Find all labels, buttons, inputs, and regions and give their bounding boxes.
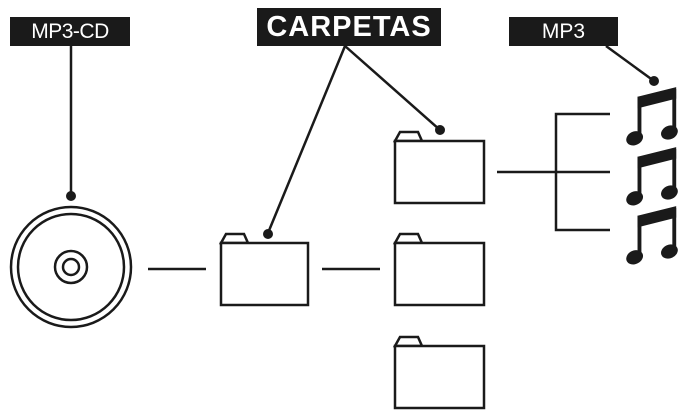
mp3-label: MP3 xyxy=(509,17,618,46)
carpetas-leader-line-left xyxy=(266,45,347,234)
folder-root-leader-dot xyxy=(263,229,273,239)
carpetas-leader-line-right xyxy=(344,45,441,131)
folder-root-icon xyxy=(218,232,310,307)
mp3-file-bracket xyxy=(554,112,610,232)
music-note-icon xyxy=(624,87,681,149)
mp3-leader-dot xyxy=(649,76,659,86)
mp3cd-leader-dot xyxy=(66,191,76,201)
mp3-leader-line xyxy=(605,44,655,83)
carpetas-label: CARPETAS xyxy=(257,8,441,46)
subfolder-2-icon xyxy=(392,232,486,307)
music-note-icons xyxy=(624,87,681,268)
connector-lines xyxy=(69,44,655,271)
leader-dots xyxy=(66,76,659,239)
music-note-icon xyxy=(624,147,681,209)
subfolder-1-icon xyxy=(392,130,486,205)
music-note-icon xyxy=(624,206,681,268)
subfolder-3-icon xyxy=(392,335,486,410)
subfolder-leader-dot xyxy=(435,125,445,135)
mp3-cd-label: MP3-CD xyxy=(10,17,130,46)
cd-disc-icon xyxy=(9,205,133,329)
